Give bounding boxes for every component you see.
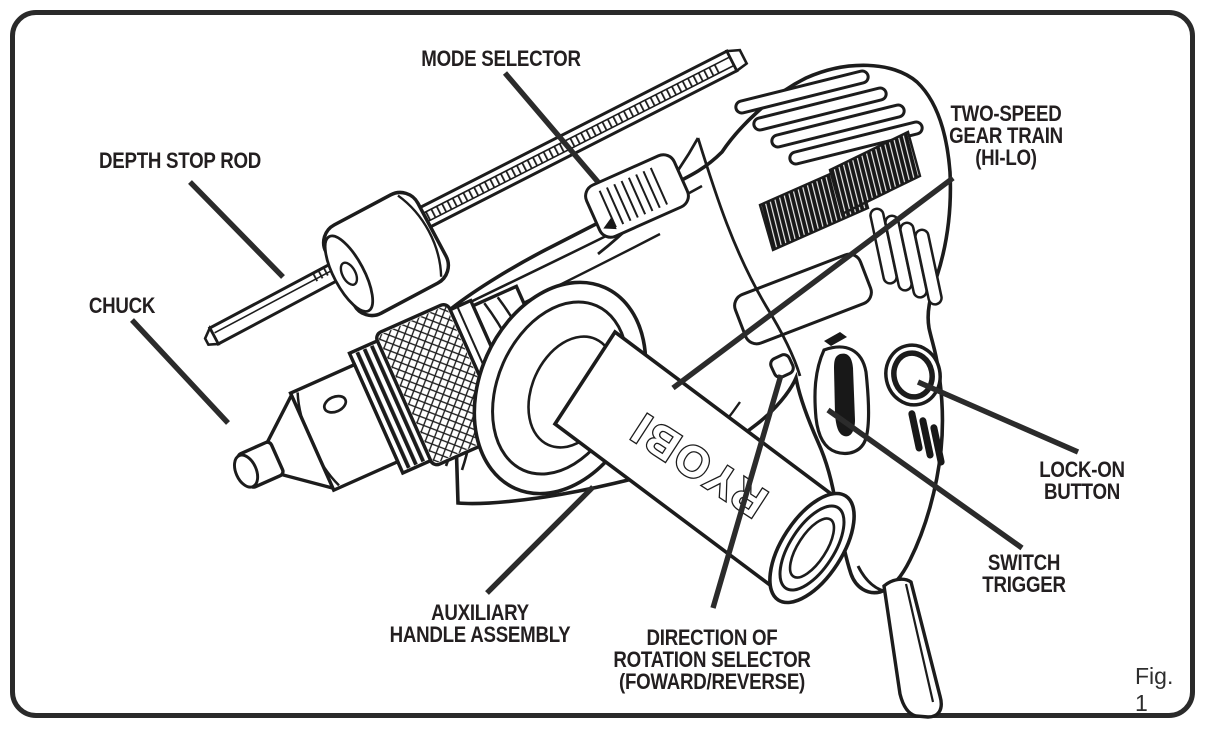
leader-chuck xyxy=(130,318,230,425)
handle-end-cap xyxy=(768,491,856,605)
leader-direction-selector xyxy=(710,374,784,609)
handle-vent-bars xyxy=(908,410,945,466)
leader-switch-trigger xyxy=(826,407,1024,551)
leader-mode-selector xyxy=(502,71,601,184)
vent-panel-right xyxy=(828,130,922,216)
label-chuck: CHUCK xyxy=(88,293,156,318)
mode-selector-part xyxy=(584,153,690,239)
leader-depth-stop-rod xyxy=(188,180,285,279)
label-direction-selector: DIRECTION OF ROTATION SELECTOR (FOWARD/R… xyxy=(613,625,811,694)
figure-caption: Fig. 1 xyxy=(1135,663,1174,716)
leader-lock-on xyxy=(916,379,1080,455)
slot-vents xyxy=(869,207,943,306)
label-lock-on-button: LOCK-ON BUTTON xyxy=(1039,457,1125,504)
nameplate-recess xyxy=(733,252,873,346)
figure-border xyxy=(10,10,1195,718)
rod-clamp xyxy=(321,190,451,318)
direction-selector-part xyxy=(769,353,795,379)
body-chevron xyxy=(824,332,847,346)
label-mode-selector: MODE SELECTOR xyxy=(421,46,581,71)
power-cord xyxy=(882,577,943,719)
label-switch-trigger: SWITCH TRIGGER xyxy=(982,550,1066,597)
leader-two-speed xyxy=(671,175,955,391)
power-cord-seam xyxy=(904,583,935,703)
leader-auxiliary-handle xyxy=(485,485,595,595)
label-auxiliary-handle: AUXILIARY HANDLE ASSEMBLY xyxy=(389,600,571,647)
label-two-speed-gear-train: TWO-SPEED GEAR TRAIN (HI-LO) xyxy=(949,101,1063,170)
auxiliary-handle-part: RYOBI xyxy=(472,280,856,605)
leader-lines xyxy=(130,71,1080,609)
label-depth-stop-rod: DEPTH STOP ROD xyxy=(99,148,261,173)
top-fins xyxy=(734,69,924,166)
